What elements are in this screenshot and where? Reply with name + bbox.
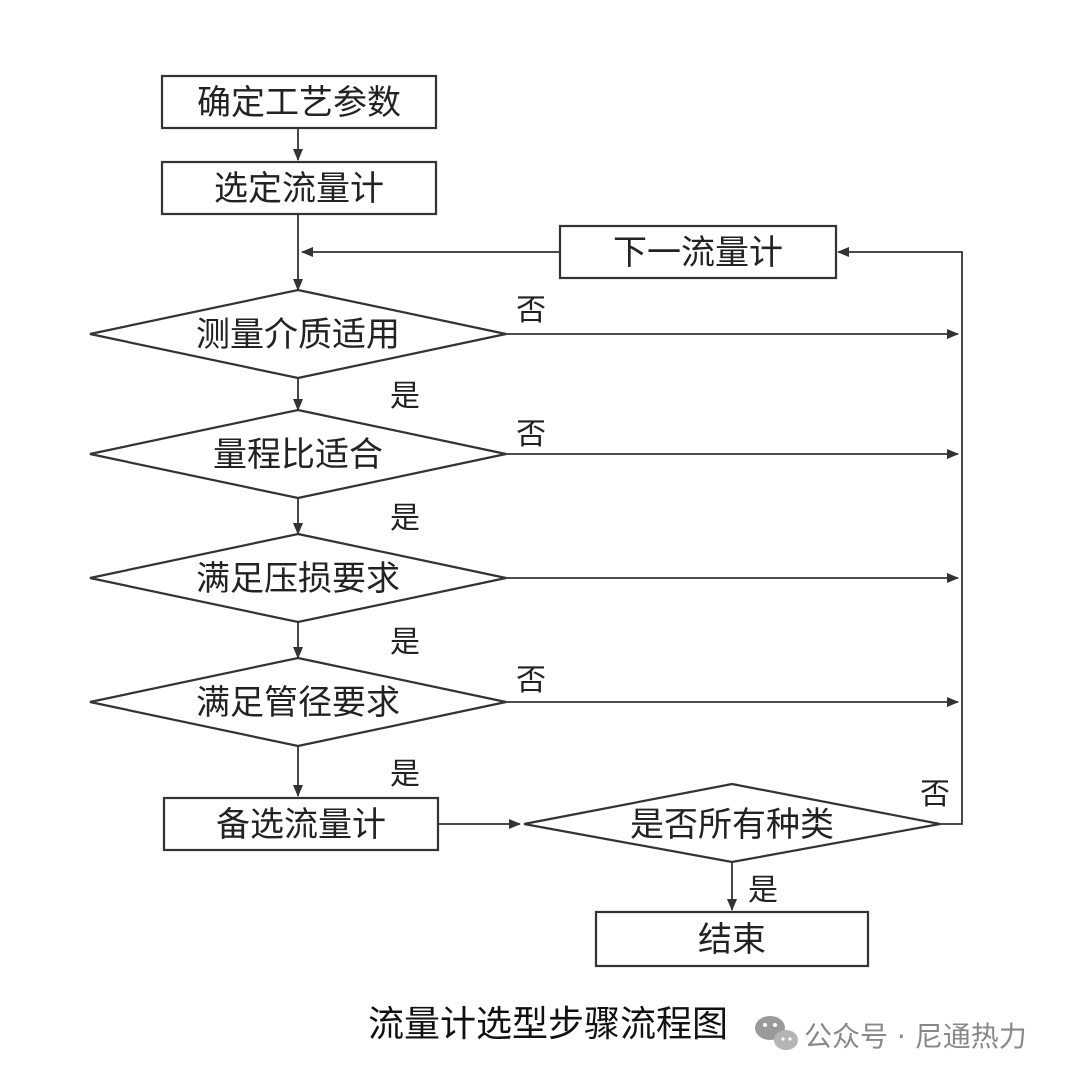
node-candidate: 备选流量计	[162, 796, 440, 852]
label-yes-range: 是	[390, 501, 420, 536]
watermark-text: 公众号 · 尼通热力	[804, 1020, 1027, 1053]
label-yes-alltypes: 是	[748, 873, 778, 908]
label-no-pipe: 否	[516, 663, 546, 698]
node-label: 确定工艺参数	[197, 83, 401, 123]
node-pipe-ok: 满足管径要求	[89, 656, 507, 748]
node-all-types: 是否所有种类	[523, 782, 941, 864]
label-no-alltypes: 否	[920, 777, 950, 812]
node-determine-params: 确定工艺参数	[160, 74, 438, 130]
connectors	[293, 128, 963, 911]
watermark: 公众号 · 尼通热力	[755, 1016, 1027, 1053]
label-no-medium: 否	[516, 293, 546, 328]
node-end: 结束	[594, 910, 870, 968]
node-label: 备选流量计	[216, 805, 386, 845]
edge-labels: 否 是 否 是 是 否 是 否 是	[390, 293, 950, 908]
label-yes-pressure: 是	[390, 625, 420, 660]
diagram-caption: 流量计选型步骤流程图	[368, 1004, 728, 1045]
node-label: 测量介质适用	[196, 315, 400, 355]
node-label: 是否所有种类	[630, 805, 834, 845]
node-medium-ok: 测量介质适用	[89, 288, 507, 380]
label-no-range: 否	[516, 417, 546, 452]
node-label: 下一流量计	[613, 233, 783, 273]
node-pressure-ok: 满足压损要求	[89, 532, 507, 624]
node-label: 量程比适合	[213, 435, 383, 475]
node-select-meter: 选定流量计	[160, 160, 438, 216]
label-yes-pipe: 是	[390, 757, 420, 792]
node-label: 满足压损要求	[196, 559, 400, 599]
node-range-ok: 量程比适合	[89, 408, 507, 500]
node-label: 结束	[698, 920, 766, 960]
node-label: 选定流量计	[214, 169, 384, 209]
edge-alltypes-no-loop	[837, 247, 963, 825]
label-yes-medium: 是	[390, 379, 420, 414]
node-next-meter: 下一流量计	[558, 224, 838, 280]
node-label: 满足管径要求	[196, 683, 400, 723]
wechat-icon	[755, 1016, 798, 1050]
